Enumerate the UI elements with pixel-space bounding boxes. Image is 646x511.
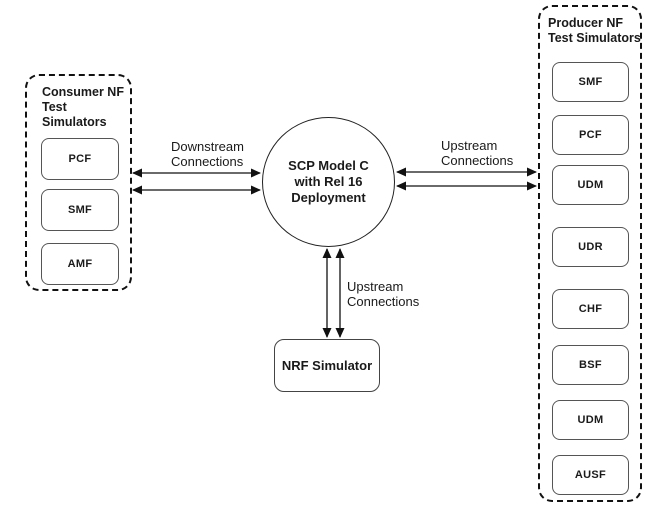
producer-group-title: Producer NF Test Simulators — [548, 16, 641, 46]
consumer-node-smf: SMF — [41, 189, 119, 231]
producer-node-udr: UDR — [552, 227, 629, 267]
producer-node-udm: UDM — [552, 165, 629, 205]
upstream-bottom-connections-label: Upstream Connections — [347, 279, 419, 309]
producer-nf-group: Producer NF Test Simulators SMF PCF UDM … — [538, 5, 642, 502]
downstream-label-line-1: Downstream — [171, 139, 244, 154]
scp-label-line-1: SCP Model C — [288, 158, 369, 173]
upstream-bottom-label-line-1: Upstream — [347, 279, 404, 294]
consumer-title-line-3: Simulators — [42, 115, 107, 129]
producer-node-pcf: PCF — [552, 115, 629, 155]
scp-label-line-3: Deployment — [291, 190, 366, 205]
nrf-simulator-node: NRF Simulator — [274, 339, 380, 392]
producer-node-udm-2: UDM — [552, 400, 629, 440]
producer-node-chf: CHF — [552, 289, 629, 329]
consumer-node-amf: AMF — [41, 243, 119, 285]
consumer-title-line-1: Consumer NF — [42, 85, 124, 99]
downstream-label-line-2: Connections — [171, 154, 244, 169]
upstream-right-label-line-2: Connections — [441, 153, 514, 168]
consumer-title-line-2: Test — [42, 100, 67, 114]
producer-node-ausf: AUSF — [552, 455, 629, 495]
upstream-right-label-line-1: Upstream — [441, 138, 498, 153]
downstream-connections-label: Downstream Connections — [171, 139, 244, 169]
producer-title-line-1: Producer NF — [548, 16, 624, 30]
consumer-nf-group: Consumer NF Test Simulators PCF SMF AMF — [25, 74, 132, 291]
scp-model-c-node: SCP Model C with Rel 16 Deployment — [262, 117, 395, 247]
consumer-node-pcf: PCF — [41, 138, 119, 180]
scp-label-line-2: with Rel 16 — [294, 174, 363, 189]
consumer-group-title: Consumer NF Test Simulators — [42, 85, 124, 130]
upstream-bottom-label-line-2: Connections — [347, 294, 420, 309]
producer-node-bsf: BSF — [552, 345, 629, 385]
upstream-right-connections-label: Upstream Connections — [441, 138, 513, 168]
producer-node-smf: SMF — [552, 62, 629, 102]
producer-title-line-2: Test Simulators — [548, 31, 641, 45]
